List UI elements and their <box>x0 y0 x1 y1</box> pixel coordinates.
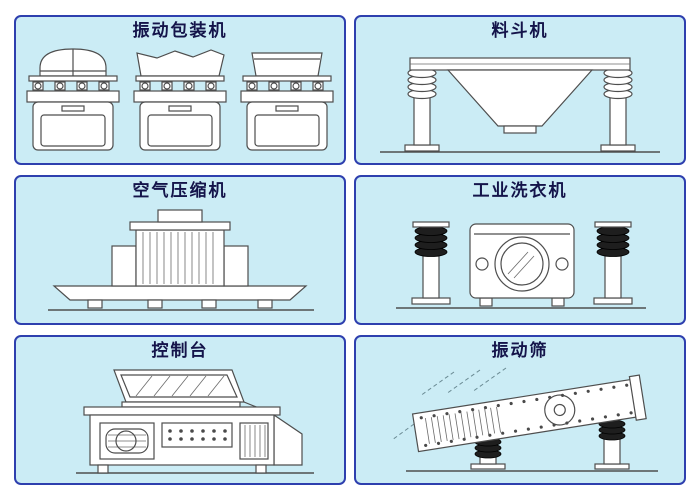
panel-vibration-packing-machine: 振动包装机 <box>14 15 346 165</box>
door-hinge <box>475 257 489 271</box>
screen-motor <box>544 394 576 426</box>
bolt-holes <box>419 383 633 447</box>
air-compressor-drawing <box>48 209 314 311</box>
vibration-marks <box>391 367 507 441</box>
console-motor <box>105 428 149 454</box>
left-support-column <box>404 67 440 152</box>
panel-control-console: 控制台 <box>14 335 346 485</box>
left-vibration-mount <box>411 221 451 305</box>
panel-vibrating-screen: 振动筛 <box>354 335 686 485</box>
vibration-packing-machine-title: 振动包装机 <box>132 21 228 40</box>
console-vent <box>239 422 269 460</box>
screen-deck <box>411 374 647 453</box>
compressor-body <box>111 209 249 287</box>
washer-body <box>469 223 575 307</box>
industrial-washing-machine-drawing <box>396 221 646 309</box>
hopper-machine-title: 料斗机 <box>491 21 549 40</box>
console-button-panel <box>161 422 233 448</box>
control-console-title: 控制台 <box>151 341 209 360</box>
control-console-drawing <box>76 369 314 474</box>
door-latch <box>555 257 569 271</box>
console-screen <box>113 369 245 408</box>
industrial-washing-machine-title: 工业洗衣机 <box>472 181 568 200</box>
right-vibration-mount <box>593 221 633 305</box>
panel-hopper-machine: 料斗机 <box>354 15 686 165</box>
left-spring-support <box>470 437 506 470</box>
right-spring-support <box>594 419 630 470</box>
packing-machine-dome-view <box>26 48 120 151</box>
vibration-packing-machine-drawing <box>26 48 334 151</box>
vibrating-screen-drawing <box>391 367 658 472</box>
console-body <box>83 401 303 474</box>
right-support-column <box>600 67 636 152</box>
packing-machine-flat-top-view <box>240 52 334 151</box>
compressor-platform <box>52 285 308 309</box>
hopper-funnel <box>409 57 631 134</box>
packing-machine-open-lid-view <box>133 49 227 151</box>
panel-industrial-washing-machine: 工业洗衣机 <box>354 175 686 325</box>
hopper-machine-drawing <box>380 57 660 153</box>
panel-air-compressor: 空气压缩机 <box>14 175 346 325</box>
vibrating-screen-title: 振动筛 <box>491 341 549 360</box>
porthole-door <box>494 236 550 292</box>
air-compressor-title: 空气压缩机 <box>132 181 228 200</box>
